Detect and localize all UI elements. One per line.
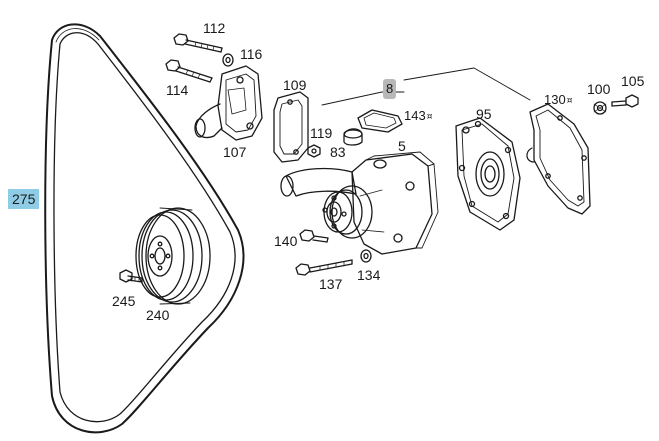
- callout-8[interactable]: 8: [383, 79, 397, 99]
- pump-housing-plate: [455, 117, 521, 231]
- callout-130[interactable]: 130¤: [544, 92, 573, 107]
- washer-134: [360, 249, 372, 263]
- callout-105[interactable]: 105: [621, 73, 645, 89]
- callout-143[interactable]: 143¤: [404, 108, 433, 123]
- callout-83[interactable]: 83: [330, 144, 346, 160]
- marker-130: ¤: [566, 96, 573, 106]
- gasket-109: [273, 91, 309, 163]
- callout-275[interactable]: 275: [8, 189, 40, 209]
- bolt-105: [611, 94, 639, 108]
- callout-245[interactable]: 245: [112, 293, 136, 309]
- callout-116[interactable]: 116: [240, 46, 263, 62]
- bolt-112: [173, 33, 223, 53]
- callout-240[interactable]: 240: [146, 307, 170, 323]
- callout-95[interactable]: 95: [476, 106, 492, 122]
- nut-119: [307, 144, 321, 158]
- gasket-130: [526, 103, 591, 215]
- callout-107[interactable]: 107: [223, 144, 247, 160]
- bolt-114: [165, 59, 213, 83]
- seal-cap-83: [343, 128, 363, 146]
- callout-109[interactable]: 109: [283, 77, 307, 93]
- callout-137[interactable]: 137: [319, 276, 343, 292]
- callout-114[interactable]: 114: [166, 82, 189, 98]
- bolt-245: [119, 269, 143, 283]
- crankshaft-pulley: [135, 207, 211, 305]
- small-gasket: [357, 109, 403, 133]
- v-belt: [44, 23, 245, 434]
- thermostat-housing: [194, 65, 263, 141]
- callout-100[interactable]: 100: [587, 81, 611, 97]
- washer-116: [222, 53, 234, 67]
- bolt-140: [299, 229, 329, 243]
- water-pump: [280, 151, 439, 255]
- callout-140[interactable]: 140: [274, 233, 298, 249]
- callout-112[interactable]: 112: [203, 20, 226, 36]
- callout-bracket-8: [321, 67, 531, 106]
- washer-100: [593, 101, 607, 115]
- callout-119[interactable]: 119: [310, 125, 333, 141]
- marker-143: ¤: [426, 112, 433, 122]
- callout-5[interactable]: 5: [398, 138, 406, 154]
- callout-134[interactable]: 134: [357, 267, 381, 283]
- bolt-137: [295, 259, 353, 276]
